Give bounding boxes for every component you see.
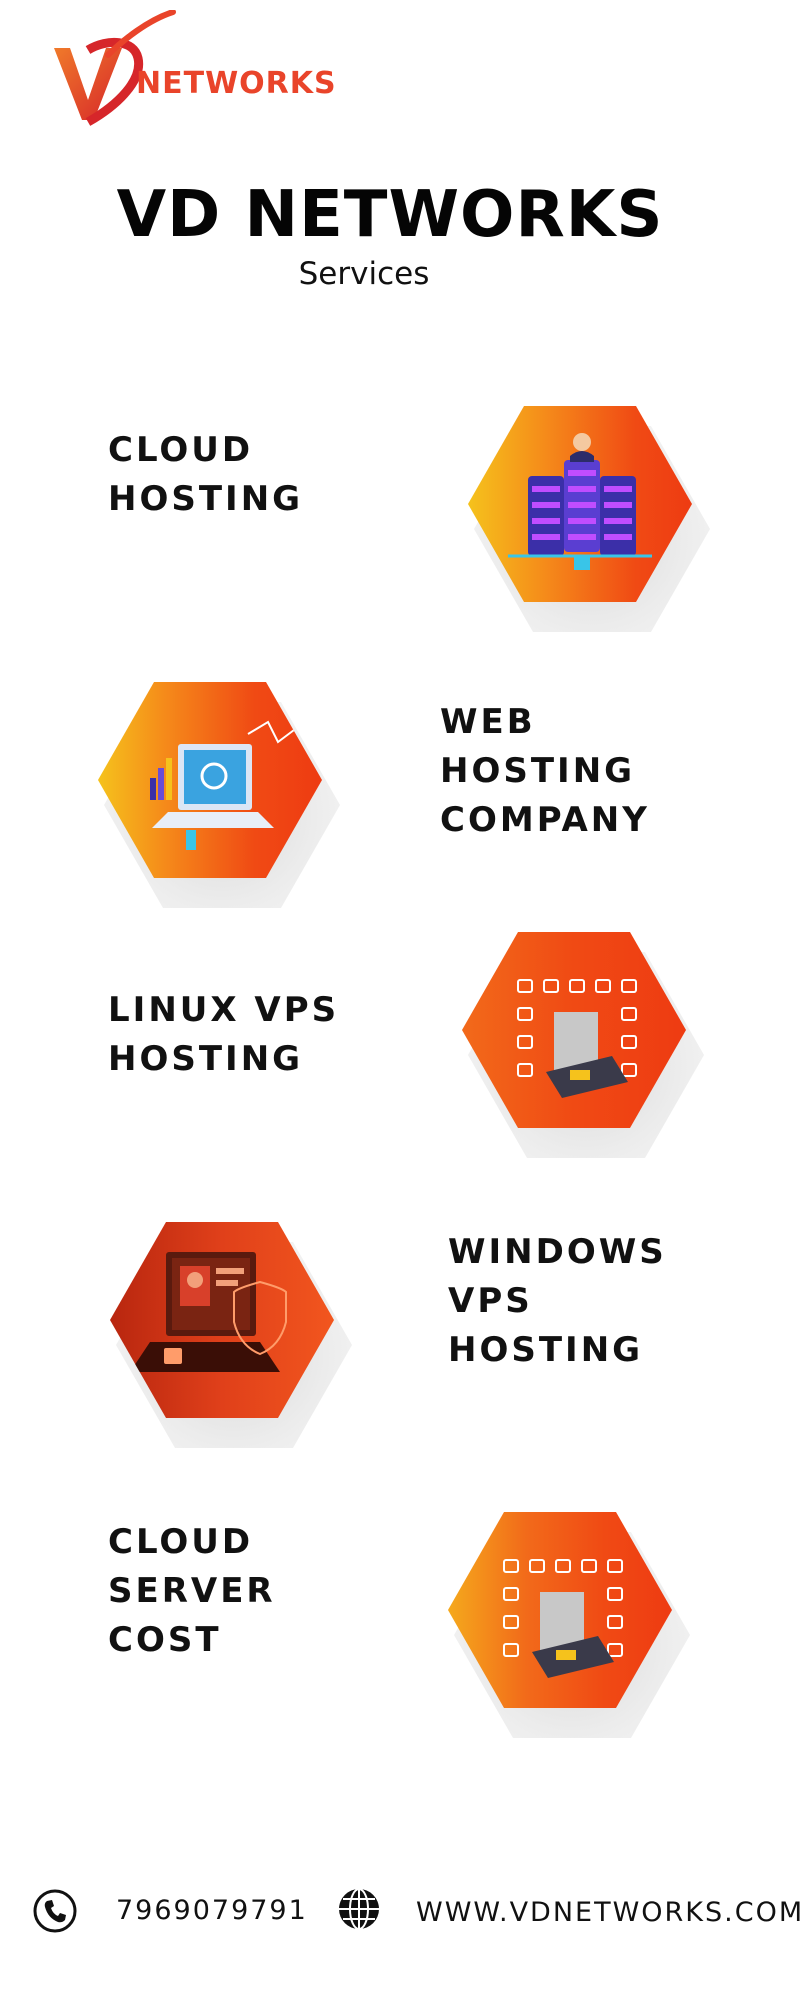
service-label-windows-vps-hosting: WINDOWS VPS HOSTING [448, 1232, 667, 1370]
mobile-apps-icon [503, 1559, 623, 1678]
mobile-apps-icon [517, 979, 637, 1098]
service-label-linux-vps-hosting: LINUX VPS HOSTING [108, 990, 340, 1079]
secure-laptop-icon [130, 1252, 287, 1372]
service-image-windows-vps-hosting [110, 1222, 352, 1448]
service-label-cloud-hosting: CLOUD HOSTING [108, 430, 304, 519]
service-image-web-hosting-company [98, 682, 340, 908]
globe-icon [336, 1886, 382, 1932]
laptop-analytics-icon [150, 720, 295, 850]
server-cluster-icon [508, 433, 652, 570]
service-image-linux-vps-hosting [462, 932, 704, 1158]
phone-icon [32, 1888, 78, 1934]
service-image-cloud-hosting [468, 406, 710, 632]
footer-website[interactable]: WWW.VDNETWORKS.COM [416, 1897, 800, 1928]
page-title: VD NETWORKS [116, 178, 664, 252]
logo-wordmark: NETWORKS [136, 66, 337, 101]
service-label-web-hosting-company: WEB HOSTING COMPANY [440, 702, 650, 840]
footer-phone[interactable]: 7969079791 [116, 1895, 308, 1926]
page-subtitle: Services [298, 256, 430, 292]
service-label-cloud-server-cost: CLOUD SERVER COST [108, 1522, 276, 1660]
service-image-cloud-server-cost [448, 1512, 690, 1738]
vd-logo-mark-icon [54, 9, 176, 126]
brand-logo: NETWORKS [48, 9, 358, 130]
